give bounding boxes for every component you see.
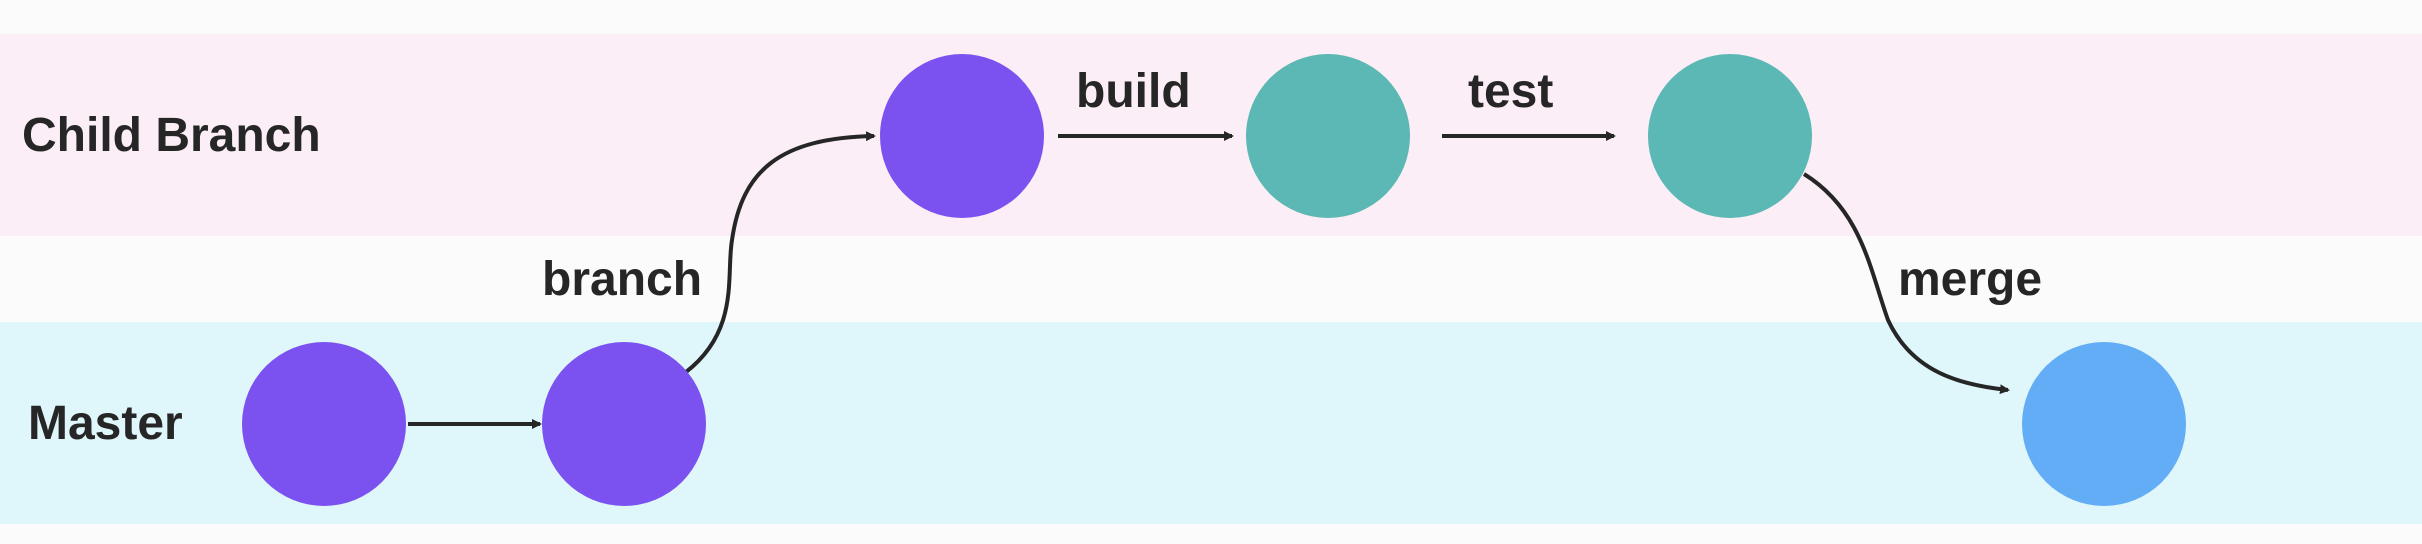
build-commit-node	[1246, 54, 1410, 218]
branch-edge-label: branch	[542, 253, 703, 306]
test-commit-node	[1648, 54, 1812, 218]
child-branch-lane-label: Child Branch	[22, 109, 321, 162]
master-lane-label: Master	[28, 397, 183, 450]
test-edge-label: test	[1468, 65, 1554, 118]
merged-commit-node	[2022, 342, 2186, 506]
build-edge-label: build	[1076, 65, 1191, 118]
branch-arrow	[684, 131, 876, 374]
master-commit-1-node	[242, 342, 406, 506]
child-branch-start-node	[880, 54, 1044, 218]
merge-edge-label: merge	[1898, 253, 2043, 306]
master-commit-2-node	[542, 342, 706, 506]
merge-arrow	[1802, 172, 2010, 395]
